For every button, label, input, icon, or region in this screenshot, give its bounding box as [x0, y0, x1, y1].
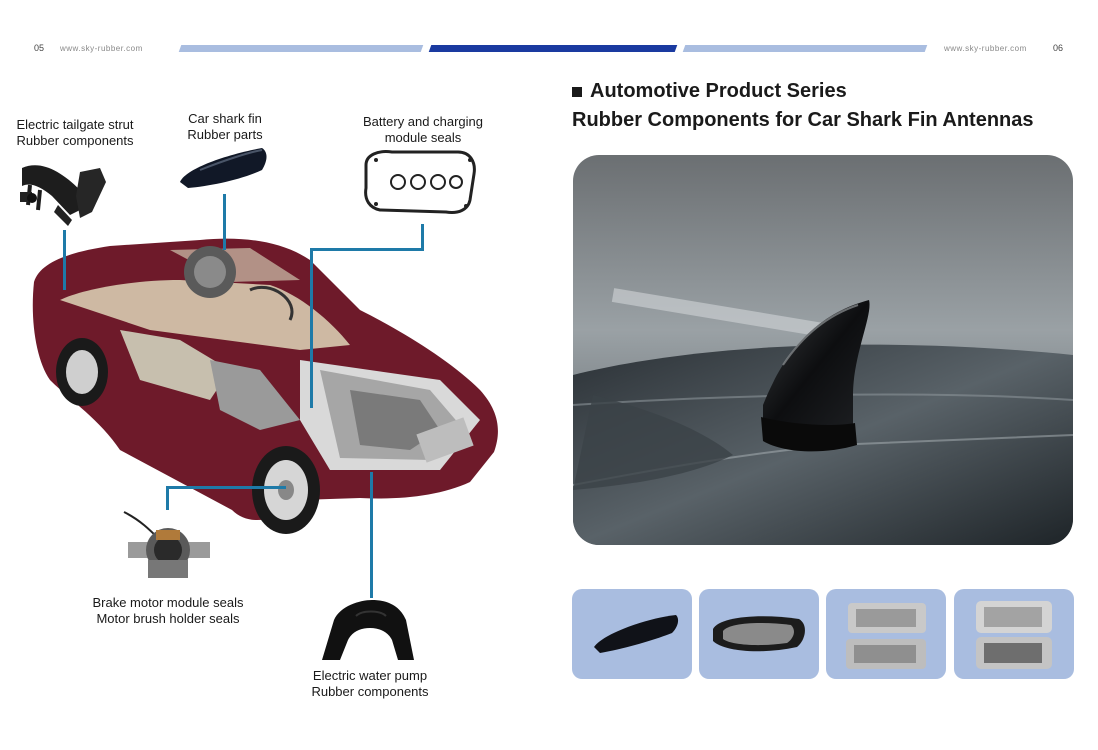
- leader-tailgate: [63, 230, 66, 290]
- thumbnail-housing-pair-1[interactable]: [826, 589, 946, 679]
- right-page-number: 06: [1053, 43, 1064, 53]
- leader-battery-v2: [310, 248, 313, 408]
- tailgate-strut-image: [20, 165, 106, 226]
- left-page-number: 05: [34, 43, 45, 53]
- battery-seal-gasket-image: [364, 150, 476, 214]
- hero-shark-fin-photo: [573, 155, 1073, 545]
- leader-water-pump: [370, 472, 373, 598]
- water-pump-part-image: [322, 600, 414, 660]
- brake-motor-part-image: [123, 511, 210, 578]
- bullet-square-icon: [572, 86, 582, 97]
- title-line-2: Rubber Components for Car Shark Fin Ante…: [572, 109, 1034, 131]
- leader-shark-fin: [223, 194, 226, 250]
- leader-battery-h: [310, 248, 424, 251]
- car-body: [32, 238, 498, 521]
- header-bar-right: [682, 45, 928, 52]
- shark-fin-part-image: [180, 148, 267, 188]
- right-website-url: www.sky-rubber.com: [944, 44, 1027, 53]
- leader-brake-v: [166, 486, 169, 510]
- thumbnail-base-plate[interactable]: [699, 589, 819, 679]
- car-cutaway-illustration: [20, 148, 498, 660]
- title-line-1: Automotive Product Series: [590, 80, 847, 102]
- rear-wheel: [56, 338, 108, 406]
- page-title: Automotive Product Series Rubber Compone…: [572, 80, 1034, 132]
- left-website-url: www.sky-rubber.com: [60, 44, 143, 53]
- thumbnail-shark-fin[interactable]: [572, 589, 692, 679]
- leader-brake-h: [166, 486, 286, 489]
- front-wheel: [252, 446, 320, 534]
- thumbnail-housing-pair-2[interactable]: [954, 589, 1074, 679]
- leader-battery-v1: [421, 224, 424, 250]
